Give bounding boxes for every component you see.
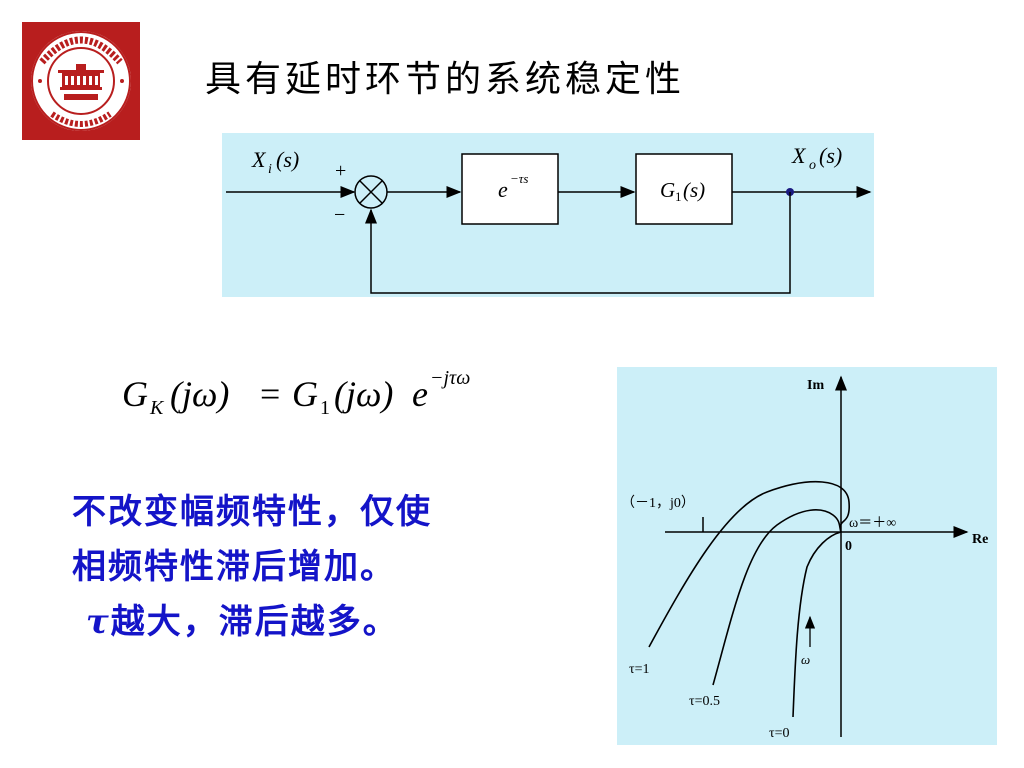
- plus-sign: +: [335, 160, 346, 182]
- feedback-path: [365, 192, 791, 294]
- curve-tau-1: [648, 480, 850, 648]
- summing-junction: [354, 175, 388, 209]
- input-arg: (s): [276, 147, 299, 172]
- plant-block: [635, 153, 733, 225]
- formula-rhs: G: [292, 374, 318, 414]
- formula-exp-base: e: [412, 374, 428, 414]
- logo-seal-icon: [31, 31, 131, 131]
- curve-label-tau-0-5: τ=0.5: [689, 694, 720, 709]
- delay-base: e: [498, 177, 508, 202]
- explanation-line-1: 不改变幅频特性，仅使: [72, 492, 432, 532]
- formula-rhs-arg: (jω): [334, 374, 393, 414]
- formula-lhs-arg: (jω): [170, 374, 229, 414]
- im-label: Im: [807, 378, 824, 393]
- input-sub: i: [268, 162, 272, 177]
- formula-exp-power: −jτω: [430, 367, 470, 389]
- omega-arrow-label: ω: [801, 652, 810, 667]
- delay-exp: −τs: [510, 171, 528, 186]
- output-arg: (s): [819, 143, 842, 168]
- explanation-text: 不改变幅频特性，仅使 相频特性滞后增加。 τ越大，滞后越多。: [72, 485, 432, 650]
- formula-lhs: G: [122, 374, 148, 414]
- origin-label: 0: [845, 539, 852, 554]
- omega-infinity-label: ω＝＋∞: [849, 516, 896, 531]
- transfer-function-formula: G K (jω) = G 1 (jω) e −jτω: [120, 360, 520, 430]
- formula-equals: =: [260, 374, 280, 414]
- explanation-line-2: 相频特性滞后增加。: [72, 547, 396, 587]
- nyquist-plot: Im Re 0 （－1，j0） ω＝＋∞ ω τ=1 τ=0.5 τ=0: [617, 367, 997, 745]
- curve-tau-0: [792, 531, 842, 718]
- university-logo: [22, 22, 140, 140]
- minus-sign: −: [334, 204, 345, 226]
- formula-rhs-sub: 1: [320, 397, 330, 419]
- curve-label-tau-0: τ=0: [769, 726, 790, 741]
- page-title: 具有延时环节的系统稳定性: [205, 59, 686, 100]
- tau-symbol: τ: [85, 602, 111, 642]
- explanation-line-3-text: 越大，滞后越多。: [110, 602, 399, 642]
- plant-label: G: [660, 178, 675, 202]
- minus-one-label: （－1，j0）: [621, 495, 695, 511]
- block-diagram: X i (s) + − e −τs G 1 (s) X o (s): [222, 133, 874, 297]
- output-sub: o: [809, 158, 816, 173]
- curve-tau-0-5: [712, 509, 842, 686]
- curve-label-tau-1: τ=1: [629, 662, 650, 677]
- plant-arg: (s): [683, 178, 705, 202]
- delay-block: [461, 153, 559, 225]
- re-label: Re: [972, 532, 988, 547]
- output-label: X: [791, 143, 807, 168]
- formula-lhs-sub: K: [149, 397, 165, 419]
- plant-sub: 1: [675, 189, 682, 204]
- explanation-line-3: τ越大，滞后越多。: [72, 595, 432, 650]
- input-label: X: [251, 147, 267, 172]
